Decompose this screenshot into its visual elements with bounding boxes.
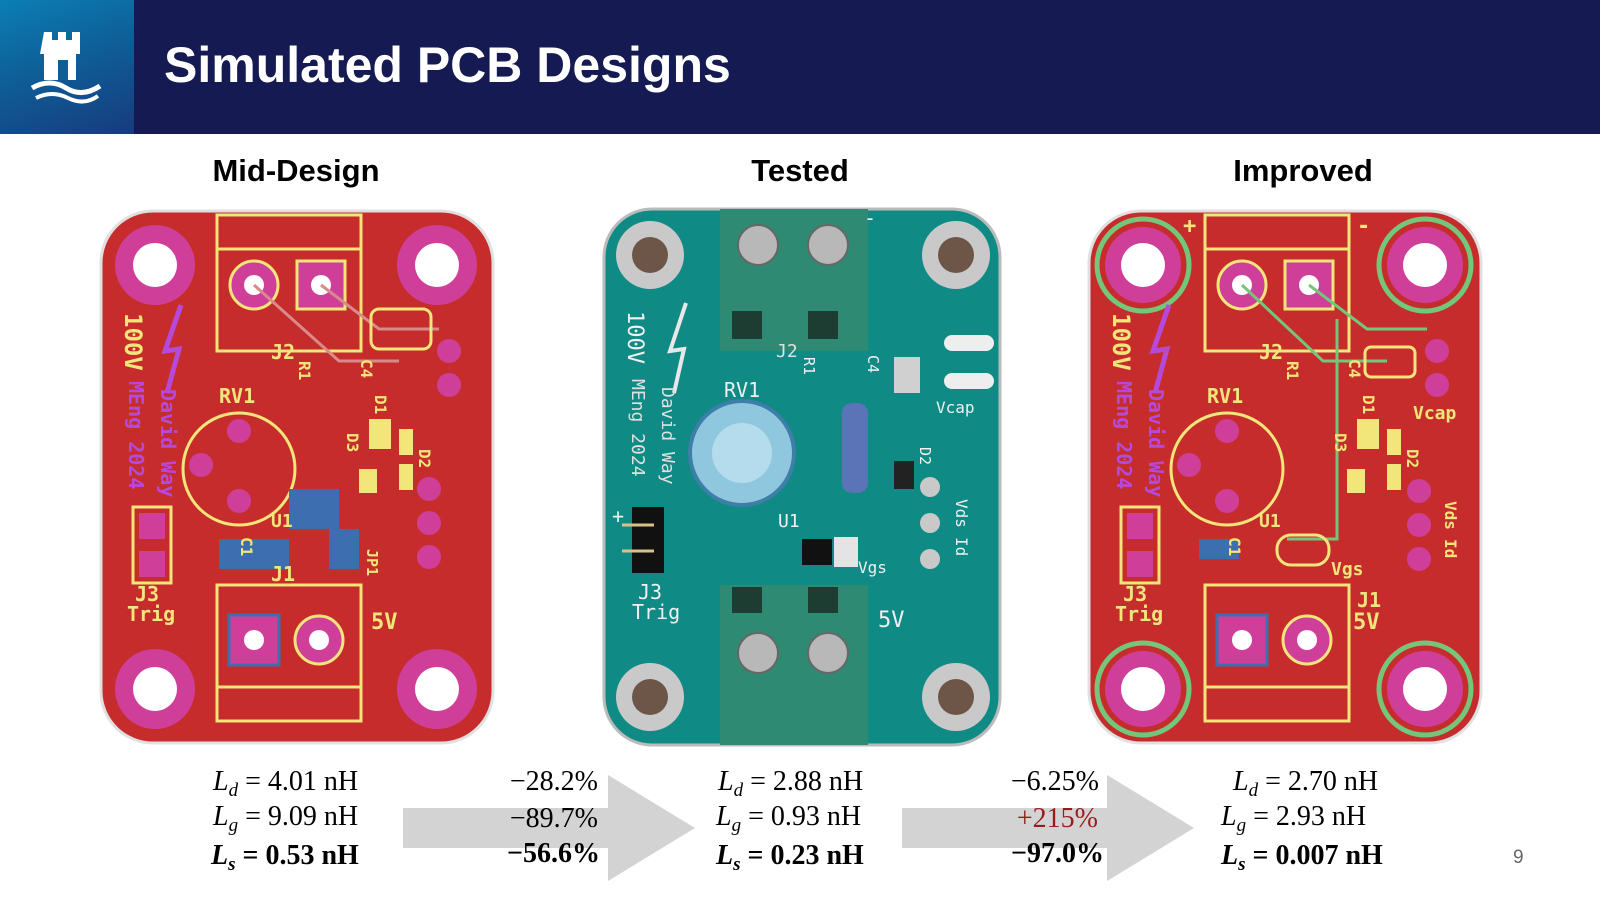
board3-d2-label: D2 bbox=[1403, 449, 1422, 468]
board2-d2-label: D2 bbox=[916, 447, 934, 465]
change-ld-1: −28.2% bbox=[509, 766, 598, 797]
board3-plus-label: + bbox=[1183, 214, 1196, 239]
board1-r1-label: R1 bbox=[295, 361, 314, 380]
board1-d3-label: D3 bbox=[343, 433, 362, 452]
board2-r1-label: R1 bbox=[800, 357, 818, 375]
board2-rating-label: 100V bbox=[622, 311, 647, 364]
board2-plus-label: + bbox=[612, 504, 624, 528]
board3-j3-label: J3 bbox=[1123, 582, 1147, 606]
mid-design-ls-value: Ls = 0.53 nH bbox=[211, 840, 359, 875]
castle-logo-icon bbox=[30, 32, 102, 104]
board1-d2-label: D2 bbox=[415, 449, 434, 468]
board3-trig-label: Trig bbox=[1115, 602, 1163, 626]
board1-j3-label: J3 bbox=[135, 582, 159, 606]
tested-ld-value: Ld = 2.88 nH bbox=[718, 766, 864, 801]
board3-u1-label: U1 bbox=[1259, 511, 1281, 532]
slide-header: Simulated PCB Designs bbox=[0, 0, 1600, 134]
board3-author-label: David Way bbox=[1144, 389, 1168, 497]
board1-rating-label: 100V bbox=[119, 313, 147, 371]
university-logo bbox=[0, 0, 134, 134]
board2-vgs-label: Vgs bbox=[858, 558, 887, 577]
board2-j3-label: J3 bbox=[638, 580, 662, 604]
board3-j2-label: J2 bbox=[1259, 340, 1283, 364]
board1-c1-label: C1 bbox=[237, 537, 256, 556]
board1-author-label: David Way bbox=[156, 389, 180, 497]
board2-c4-label: C4 bbox=[864, 355, 882, 373]
arrow-right-icon-1 bbox=[403, 775, 695, 881]
change-ld-2: −6.25% bbox=[1010, 766, 1099, 797]
board2-trig-label: Trig bbox=[632, 600, 680, 624]
board1-d1-label: D1 bbox=[371, 395, 390, 414]
tested-ls-value: Ls = 0.23 nH bbox=[716, 840, 864, 875]
board3-vds-label: Vds bbox=[1441, 501, 1460, 530]
slide-title: Simulated PCB Designs bbox=[164, 37, 731, 93]
change-ls-1: −56.6% bbox=[507, 838, 600, 869]
board2-u1-label: U1 bbox=[778, 511, 800, 532]
column-title-improved: Improved bbox=[1233, 153, 1373, 188]
board3-d3-label: D3 bbox=[1331, 433, 1350, 452]
arrow-right-icon-2 bbox=[902, 775, 1194, 881]
board1-c4-label: C4 bbox=[357, 359, 376, 378]
column-title-mid-design: Mid-Design bbox=[212, 153, 380, 188]
board1-trig-label: Trig bbox=[127, 602, 175, 626]
column-title-tested: Tested bbox=[751, 153, 849, 188]
board1-course-label: MEng 2024 bbox=[124, 381, 148, 489]
board3-c1-label: C1 bbox=[1225, 537, 1244, 556]
board1-5v-label: 5V bbox=[371, 610, 398, 635]
improved-lg-value: Lg = 2.93 nH bbox=[1221, 801, 1367, 836]
board3-id-label: Id bbox=[1441, 539, 1460, 558]
board1-rv1-label: RV1 bbox=[219, 384, 255, 408]
pcb-render-improved: 100V David Way MEng 2024 J2 RV1 U1 J1 5V… bbox=[1087, 209, 1483, 745]
board3-course-label: MEng 2024 bbox=[1112, 381, 1136, 489]
pcb-photo-tested: 100V David Way MEng 2024 J2 RV1 U1 J3 Tr… bbox=[602, 207, 1002, 747]
improved-ld-value: Ld = 2.70 nH bbox=[1233, 766, 1379, 801]
board3-c4-label: C4 bbox=[1345, 359, 1364, 378]
board3-vgs-label: Vgs bbox=[1331, 559, 1364, 580]
board3-vcap-label: Vcap bbox=[1413, 403, 1457, 424]
board3-d1-label: D1 bbox=[1359, 395, 1378, 414]
tested-lg-value: Lg = 0.93 nH bbox=[716, 801, 862, 836]
change-lg-1: −89.7% bbox=[509, 803, 598, 834]
board3-5v-label: 5V bbox=[1353, 610, 1380, 635]
board2-minus-label: - bbox=[864, 207, 876, 230]
mid-design-lg-value: Lg = 9.09 nH bbox=[213, 801, 359, 836]
mid-design-ld-value: Ld = 4.01 nH bbox=[213, 766, 359, 801]
board2-vcap-label: Vcap bbox=[936, 398, 975, 417]
board3-rv1-label: RV1 bbox=[1207, 384, 1243, 408]
board3-rating-label: 100V bbox=[1107, 313, 1135, 371]
board2-rv1-label: RV1 bbox=[724, 378, 760, 402]
board2-j2-label: J2 bbox=[776, 341, 798, 362]
page-number: 9 bbox=[1513, 847, 1524, 868]
board1-jp1-label: JP1 bbox=[363, 549, 381, 576]
board2-course-label: MEng 2024 bbox=[627, 379, 648, 477]
improved-ls-value: Ls = 0.007 nH bbox=[1221, 840, 1383, 875]
board1-j1-label: J1 bbox=[271, 562, 295, 586]
change-ls-2: −97.0% bbox=[1011, 838, 1104, 869]
board2-5v-label: 5V bbox=[878, 608, 905, 633]
change-lg-2: +215% bbox=[1016, 803, 1098, 834]
board3-j1-label: J1 bbox=[1357, 588, 1381, 612]
board1-u1-label: U1 bbox=[271, 511, 293, 532]
board1-j2-label: J2 bbox=[271, 340, 295, 364]
board2-author-label: David Way bbox=[657, 387, 678, 485]
board3-minus-label: - bbox=[1357, 214, 1370, 239]
board2-vds-label: Vds bbox=[952, 499, 971, 528]
board2-id-label: Id bbox=[952, 537, 971, 556]
board3-r1-label: R1 bbox=[1283, 361, 1302, 380]
pcb-render-mid-design: 100V David Way MEng 2024 J2 RV1 U1 J1 J3… bbox=[99, 209, 495, 745]
